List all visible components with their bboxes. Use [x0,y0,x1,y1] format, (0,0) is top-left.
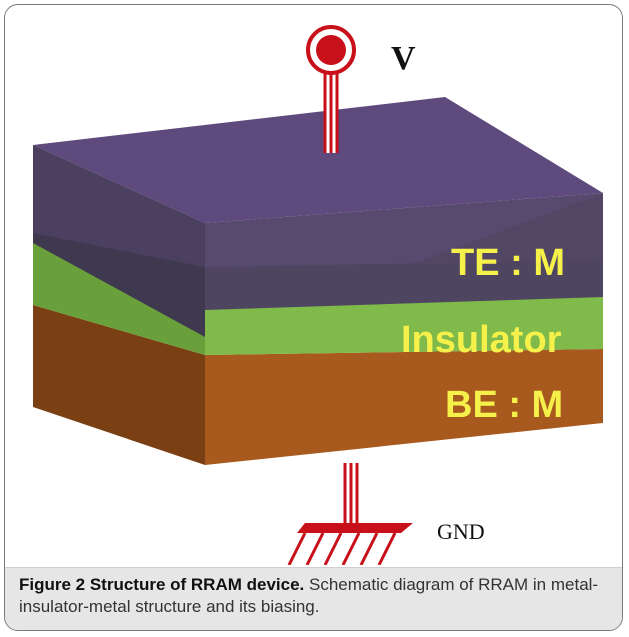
figure-frame: V GND TE : M Insulator BE : M Figure 2 S… [4,4,623,631]
ground-label: GND [437,519,485,544]
top-electrode-front-face [205,193,603,310]
rram-diagram: V GND TE : M Insulator BE : M [33,25,603,565]
ground-terminal [287,463,413,565]
caption-title: Figure 2 Structure of RRAM device. [19,575,305,594]
bottom-electrode-layer [33,305,603,465]
top-electrode-label: TE : M [451,242,565,284]
bottom-electrode-label: BE : M [445,384,563,426]
top-electrode-left-face [33,145,205,337]
figure-caption: Figure 2 Structure of RRAM device. Schem… [5,567,622,630]
voltage-terminal-dot [316,35,346,65]
top-electrode-layer [33,97,603,337]
voltage-label: V [391,40,416,77]
bottom-electrode-left-face [33,305,205,465]
caption-body: Schematic diagram of RRAM in metal-insul… [19,575,599,616]
voltage-terminal [306,25,356,153]
insulator-label: Insulator [401,319,562,361]
bottom-electrode-front-face [205,349,603,465]
top-electrode-top-face [33,97,603,223]
